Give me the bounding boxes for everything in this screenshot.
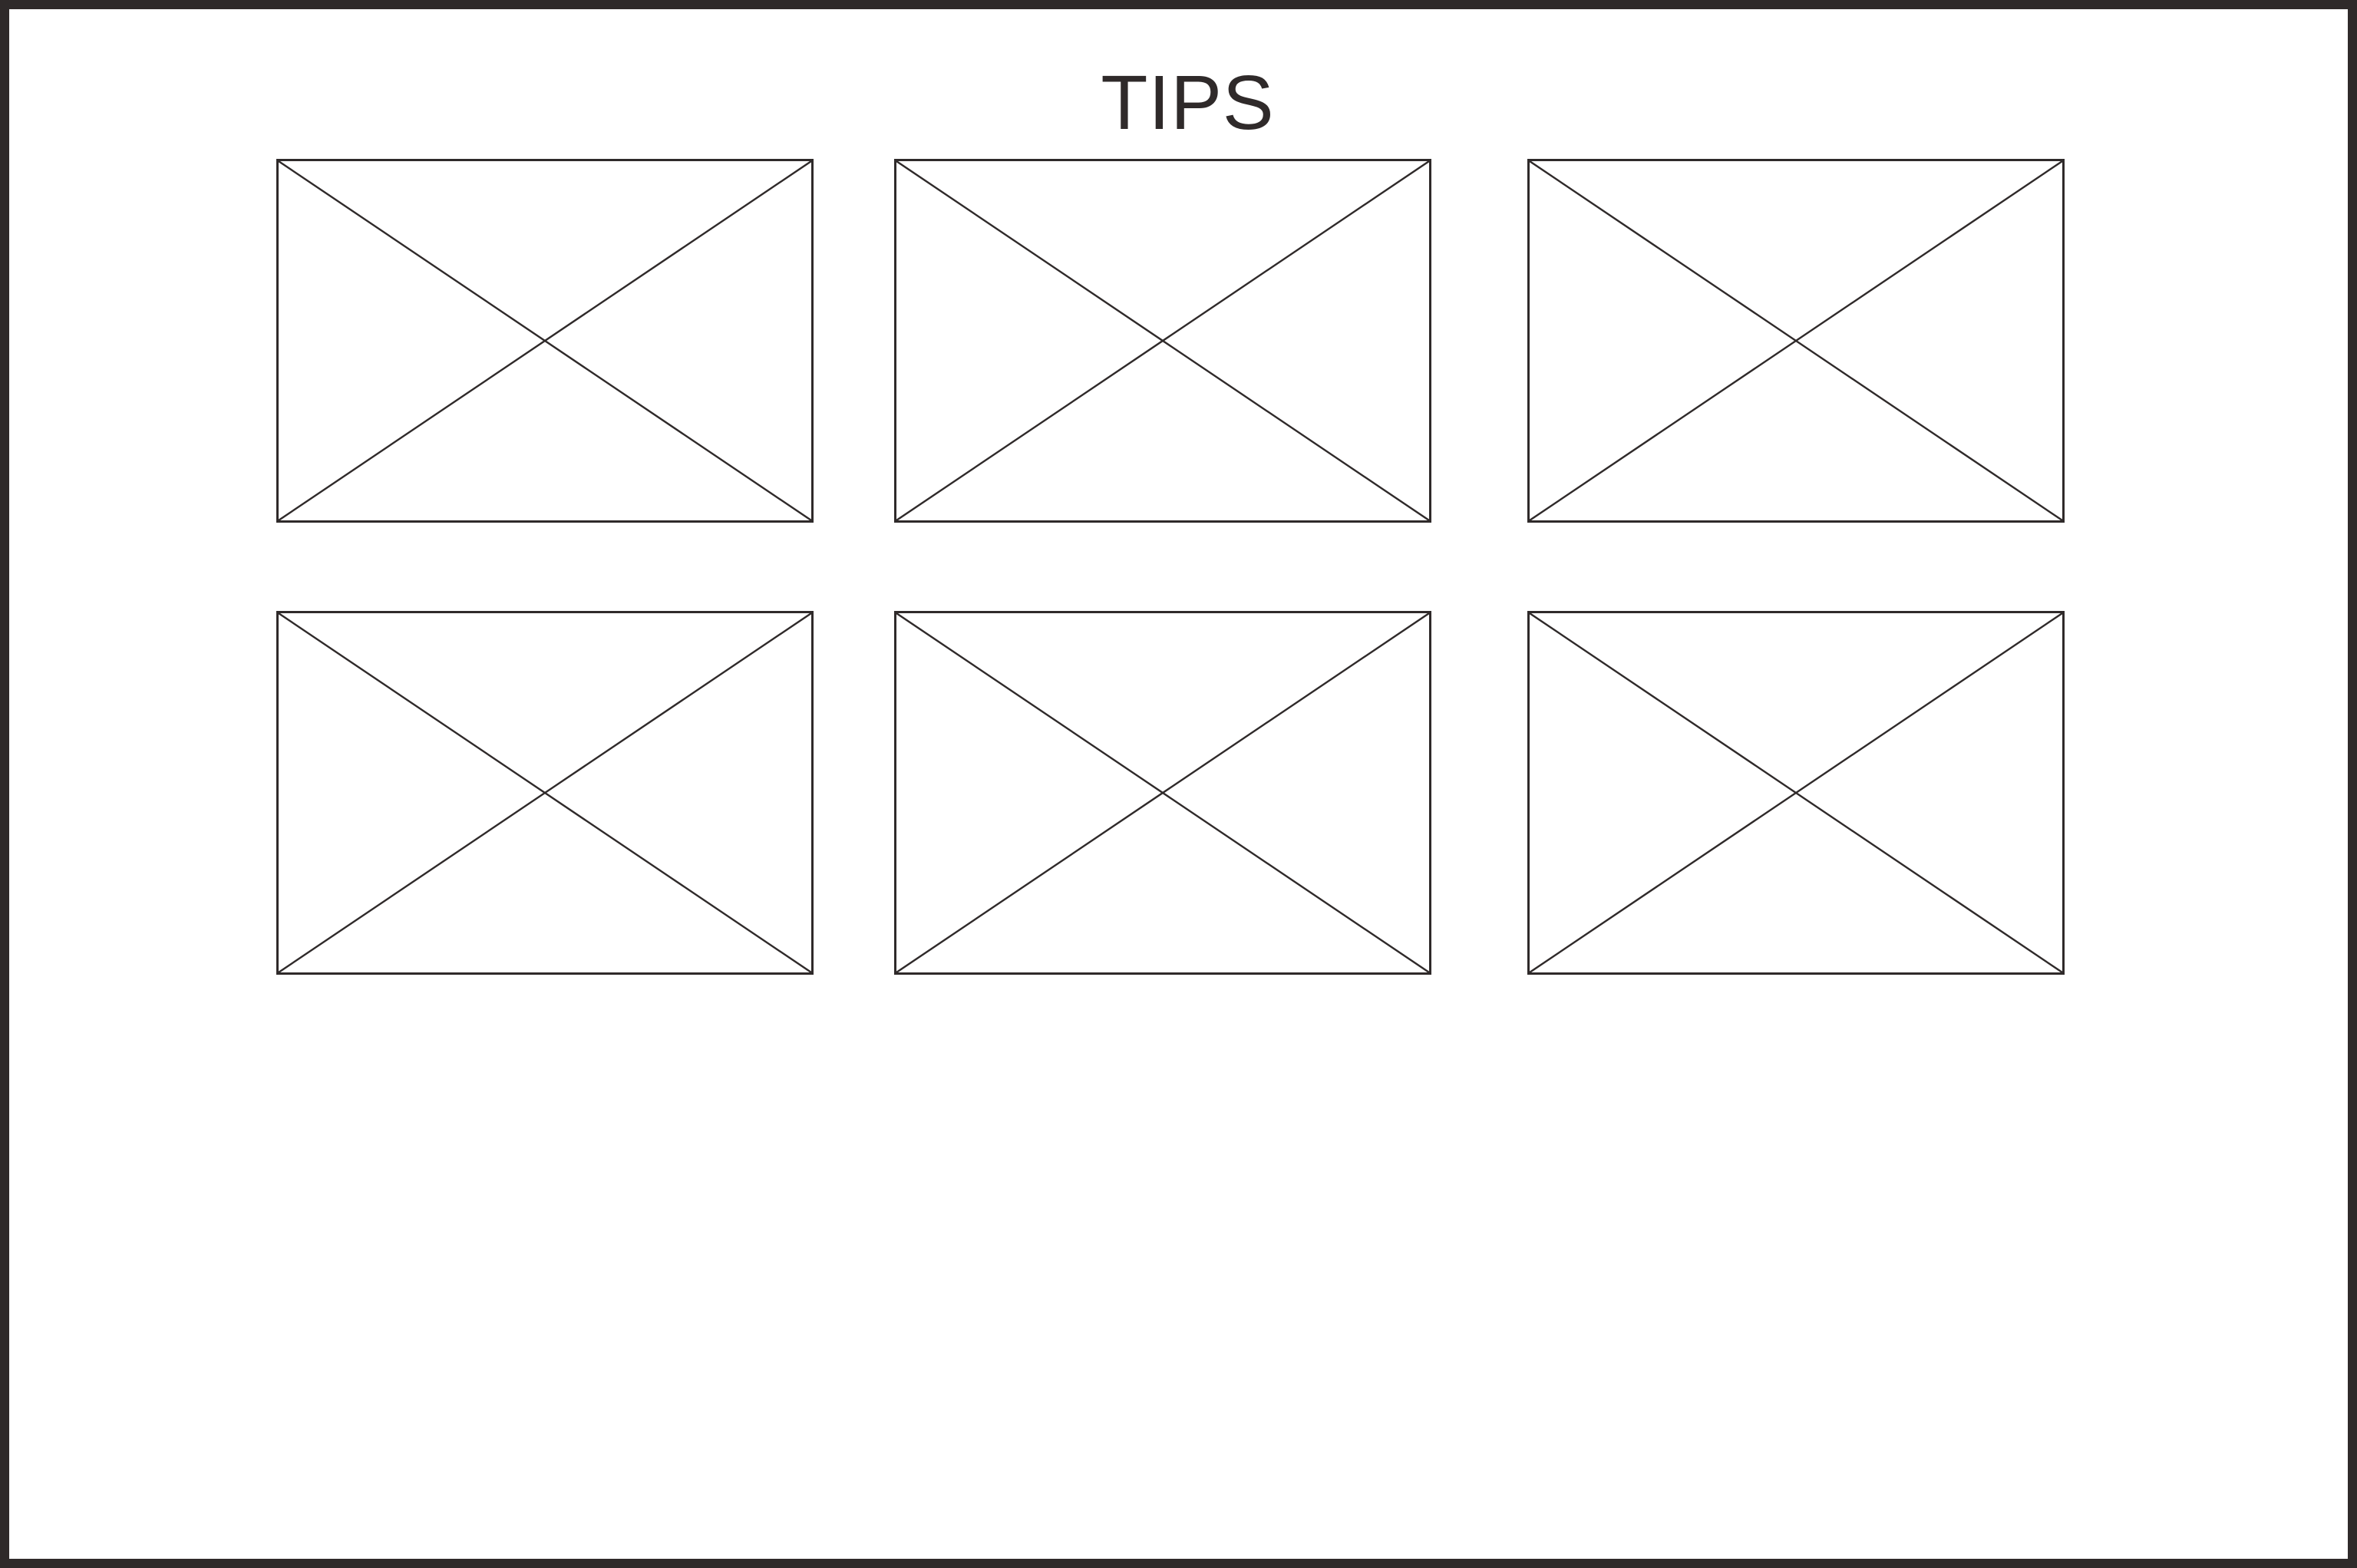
image-placeholder-icon [896,161,1429,520]
image-placeholder-2 [894,159,1431,523]
image-placeholder-icon [1530,613,2062,972]
image-placeholder-icon [1530,161,2062,520]
page-title: TIPS [1101,60,1275,146]
image-placeholder-3 [1527,159,2065,523]
image-placeholder-icon [279,613,811,972]
image-placeholder-4 [276,611,814,975]
image-placeholder-icon [896,613,1429,972]
image-placeholder-5 [894,611,1431,975]
image-placeholder-1 [276,159,814,523]
image-placeholder-icon [279,161,811,520]
image-placeholder-6 [1527,611,2065,975]
